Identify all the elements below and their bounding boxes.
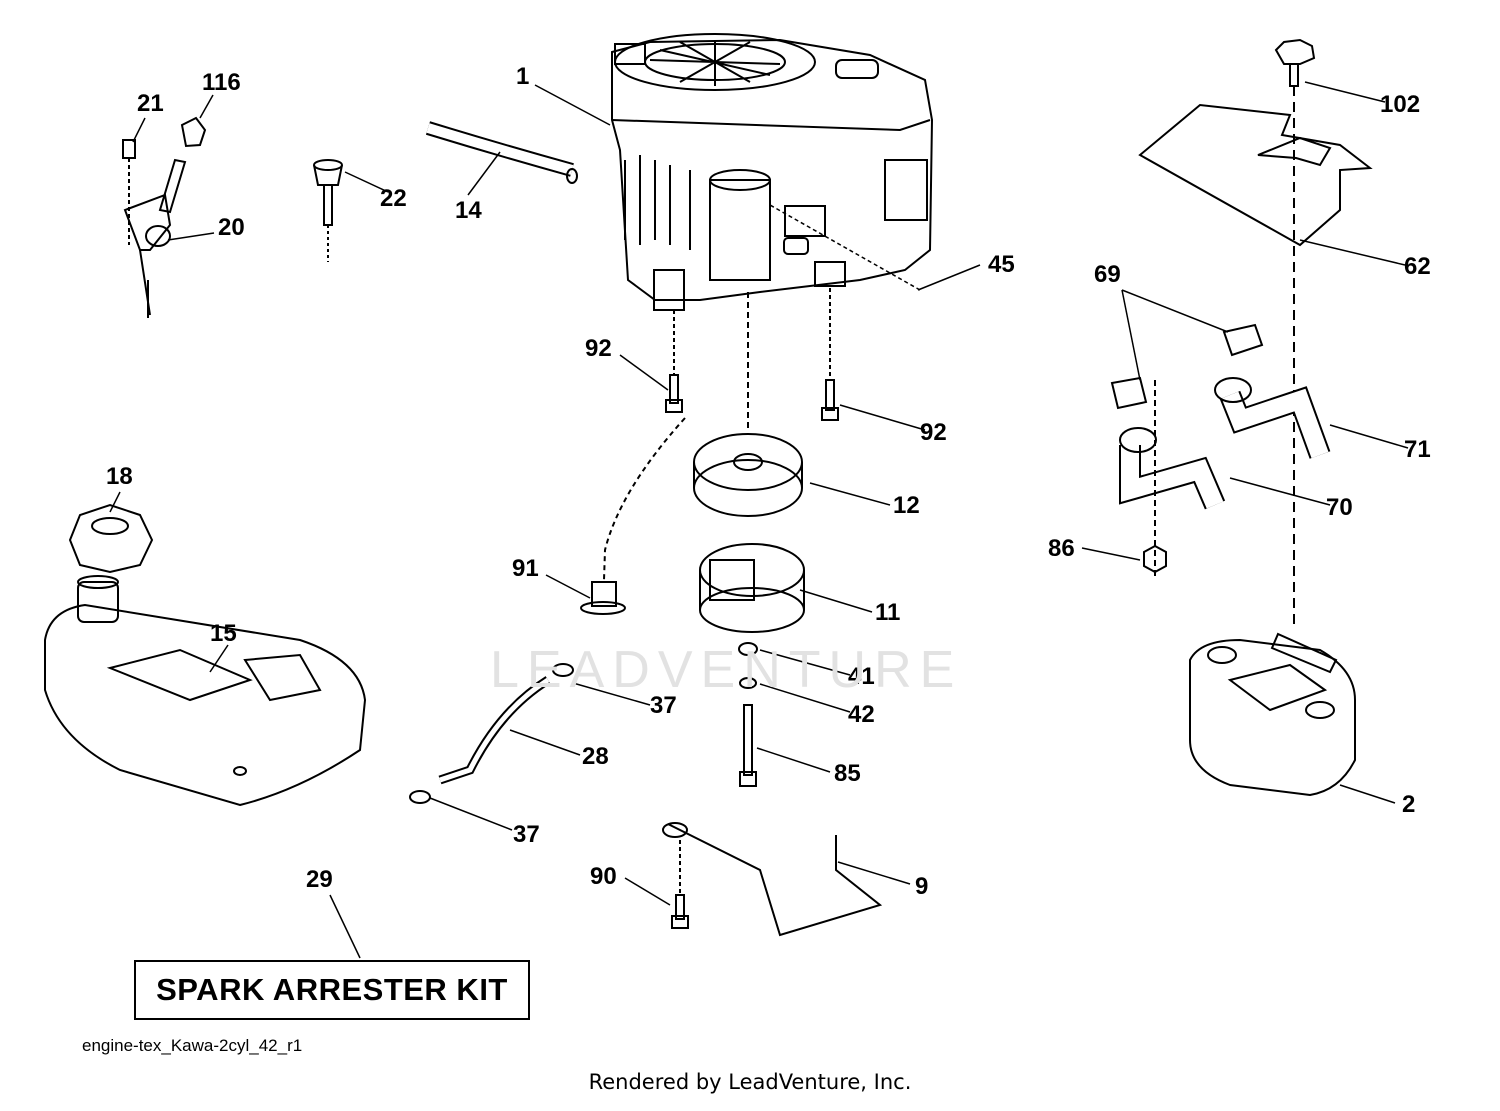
washer-41-part xyxy=(738,642,758,656)
muffler-part xyxy=(1189,632,1356,797)
throttle-control-part xyxy=(122,116,207,318)
callout-91: 91 xyxy=(512,555,539,582)
callout-45: 45 xyxy=(988,251,1015,278)
callout-70: 70 xyxy=(1326,494,1353,521)
bolt-92-left-part xyxy=(665,310,683,413)
render-credit: Rendered by LeadVenture, Inc. xyxy=(588,1070,912,1094)
callout-2: 2 xyxy=(1402,791,1415,818)
gasket-part xyxy=(1110,323,1264,410)
engine-part xyxy=(611,33,934,311)
callout-116: 116 xyxy=(202,69,241,96)
callout-28: 28 xyxy=(582,743,609,770)
shield-knob-part xyxy=(1274,38,1316,630)
callout-29: 29 xyxy=(306,866,333,893)
fuel-tank-part xyxy=(44,575,367,807)
wire-grommet-part xyxy=(580,417,686,615)
nut-part xyxy=(1143,380,1167,580)
washer-42-part xyxy=(739,677,757,689)
callout-42: 42 xyxy=(848,701,875,728)
clamp-37-lower-part xyxy=(409,790,431,804)
bolt-85-part xyxy=(739,704,757,787)
callout-37-upper: 37 xyxy=(650,692,677,719)
callout-9: 9 xyxy=(915,873,928,900)
bolt-92-right-part xyxy=(821,288,839,421)
callout-14: 14 xyxy=(455,197,482,224)
callout-92-left: 92 xyxy=(585,335,612,362)
fuel-hose-part xyxy=(425,121,578,184)
diagram-id: engine-tex_Kawa-2cyl_42_r1 xyxy=(82,1036,303,1055)
spark-arrester-kit-box: SPARK ARRESTER KIT xyxy=(134,960,530,1020)
callout-90: 90 xyxy=(590,863,617,890)
pulley-part xyxy=(693,292,803,517)
bolt-90-part xyxy=(671,840,689,929)
callout-15: 15 xyxy=(210,620,237,647)
callout-37-lower: 37 xyxy=(513,821,540,848)
callout-1: 1 xyxy=(516,63,529,90)
callout-20: 20 xyxy=(218,214,245,241)
heat-shield-part xyxy=(1138,103,1373,247)
clutch-part xyxy=(699,543,805,633)
callout-92-right: 92 xyxy=(920,419,947,446)
callout-71: 71 xyxy=(1404,436,1431,463)
callout-102: 102 xyxy=(1380,91,1420,118)
clamp-37-upper-part xyxy=(552,663,574,677)
rod-part xyxy=(662,822,883,937)
spark-arrester-kit-label: SPARK ARRESTER KIT xyxy=(156,972,508,1007)
fuel-line-part xyxy=(438,676,551,785)
watermark: LEADVENTURE xyxy=(490,641,963,699)
callouts: 1 2 9 11 12 14 15 18 20 21 22 28 29 37 3… xyxy=(106,63,1431,900)
callout-86: 86 xyxy=(1048,535,1075,562)
callout-62: 62 xyxy=(1404,253,1431,280)
callout-21: 21 xyxy=(137,90,164,117)
leader-lines xyxy=(109,81,1409,959)
callout-85: 85 xyxy=(834,760,861,787)
callout-18: 18 xyxy=(106,463,133,490)
callout-11: 11 xyxy=(875,599,900,626)
fuel-cap-part xyxy=(68,503,154,574)
exhaust-pipe-70-part xyxy=(1119,427,1226,510)
callout-12: 12 xyxy=(893,492,920,519)
callout-22: 22 xyxy=(380,185,407,212)
callout-69: 69 xyxy=(1094,261,1121,288)
exhaust-pipe-71-part xyxy=(1214,377,1331,459)
callout-41: 41 xyxy=(848,663,875,690)
choke-knob-part xyxy=(313,159,343,262)
